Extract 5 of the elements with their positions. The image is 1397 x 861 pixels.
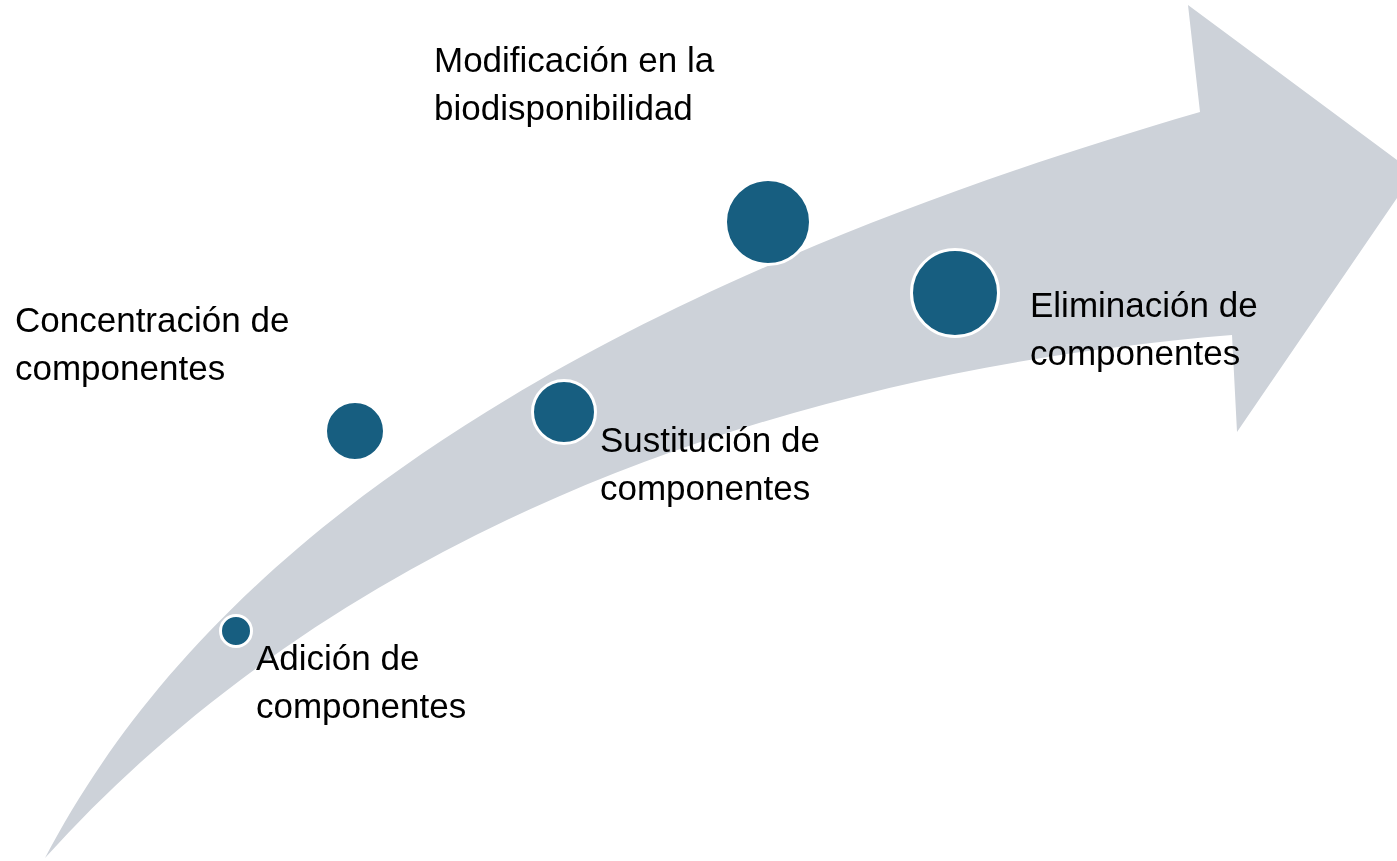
step-label: Sustitución de componentes [600,419,821,509]
step-label: Modificación en la biodisponibilidad [434,39,716,129]
step-label: Eliminación de componentes [1030,284,1259,374]
step-label: Adición de componentes [256,637,468,727]
step-label: Concentración de componentes [15,299,291,389]
